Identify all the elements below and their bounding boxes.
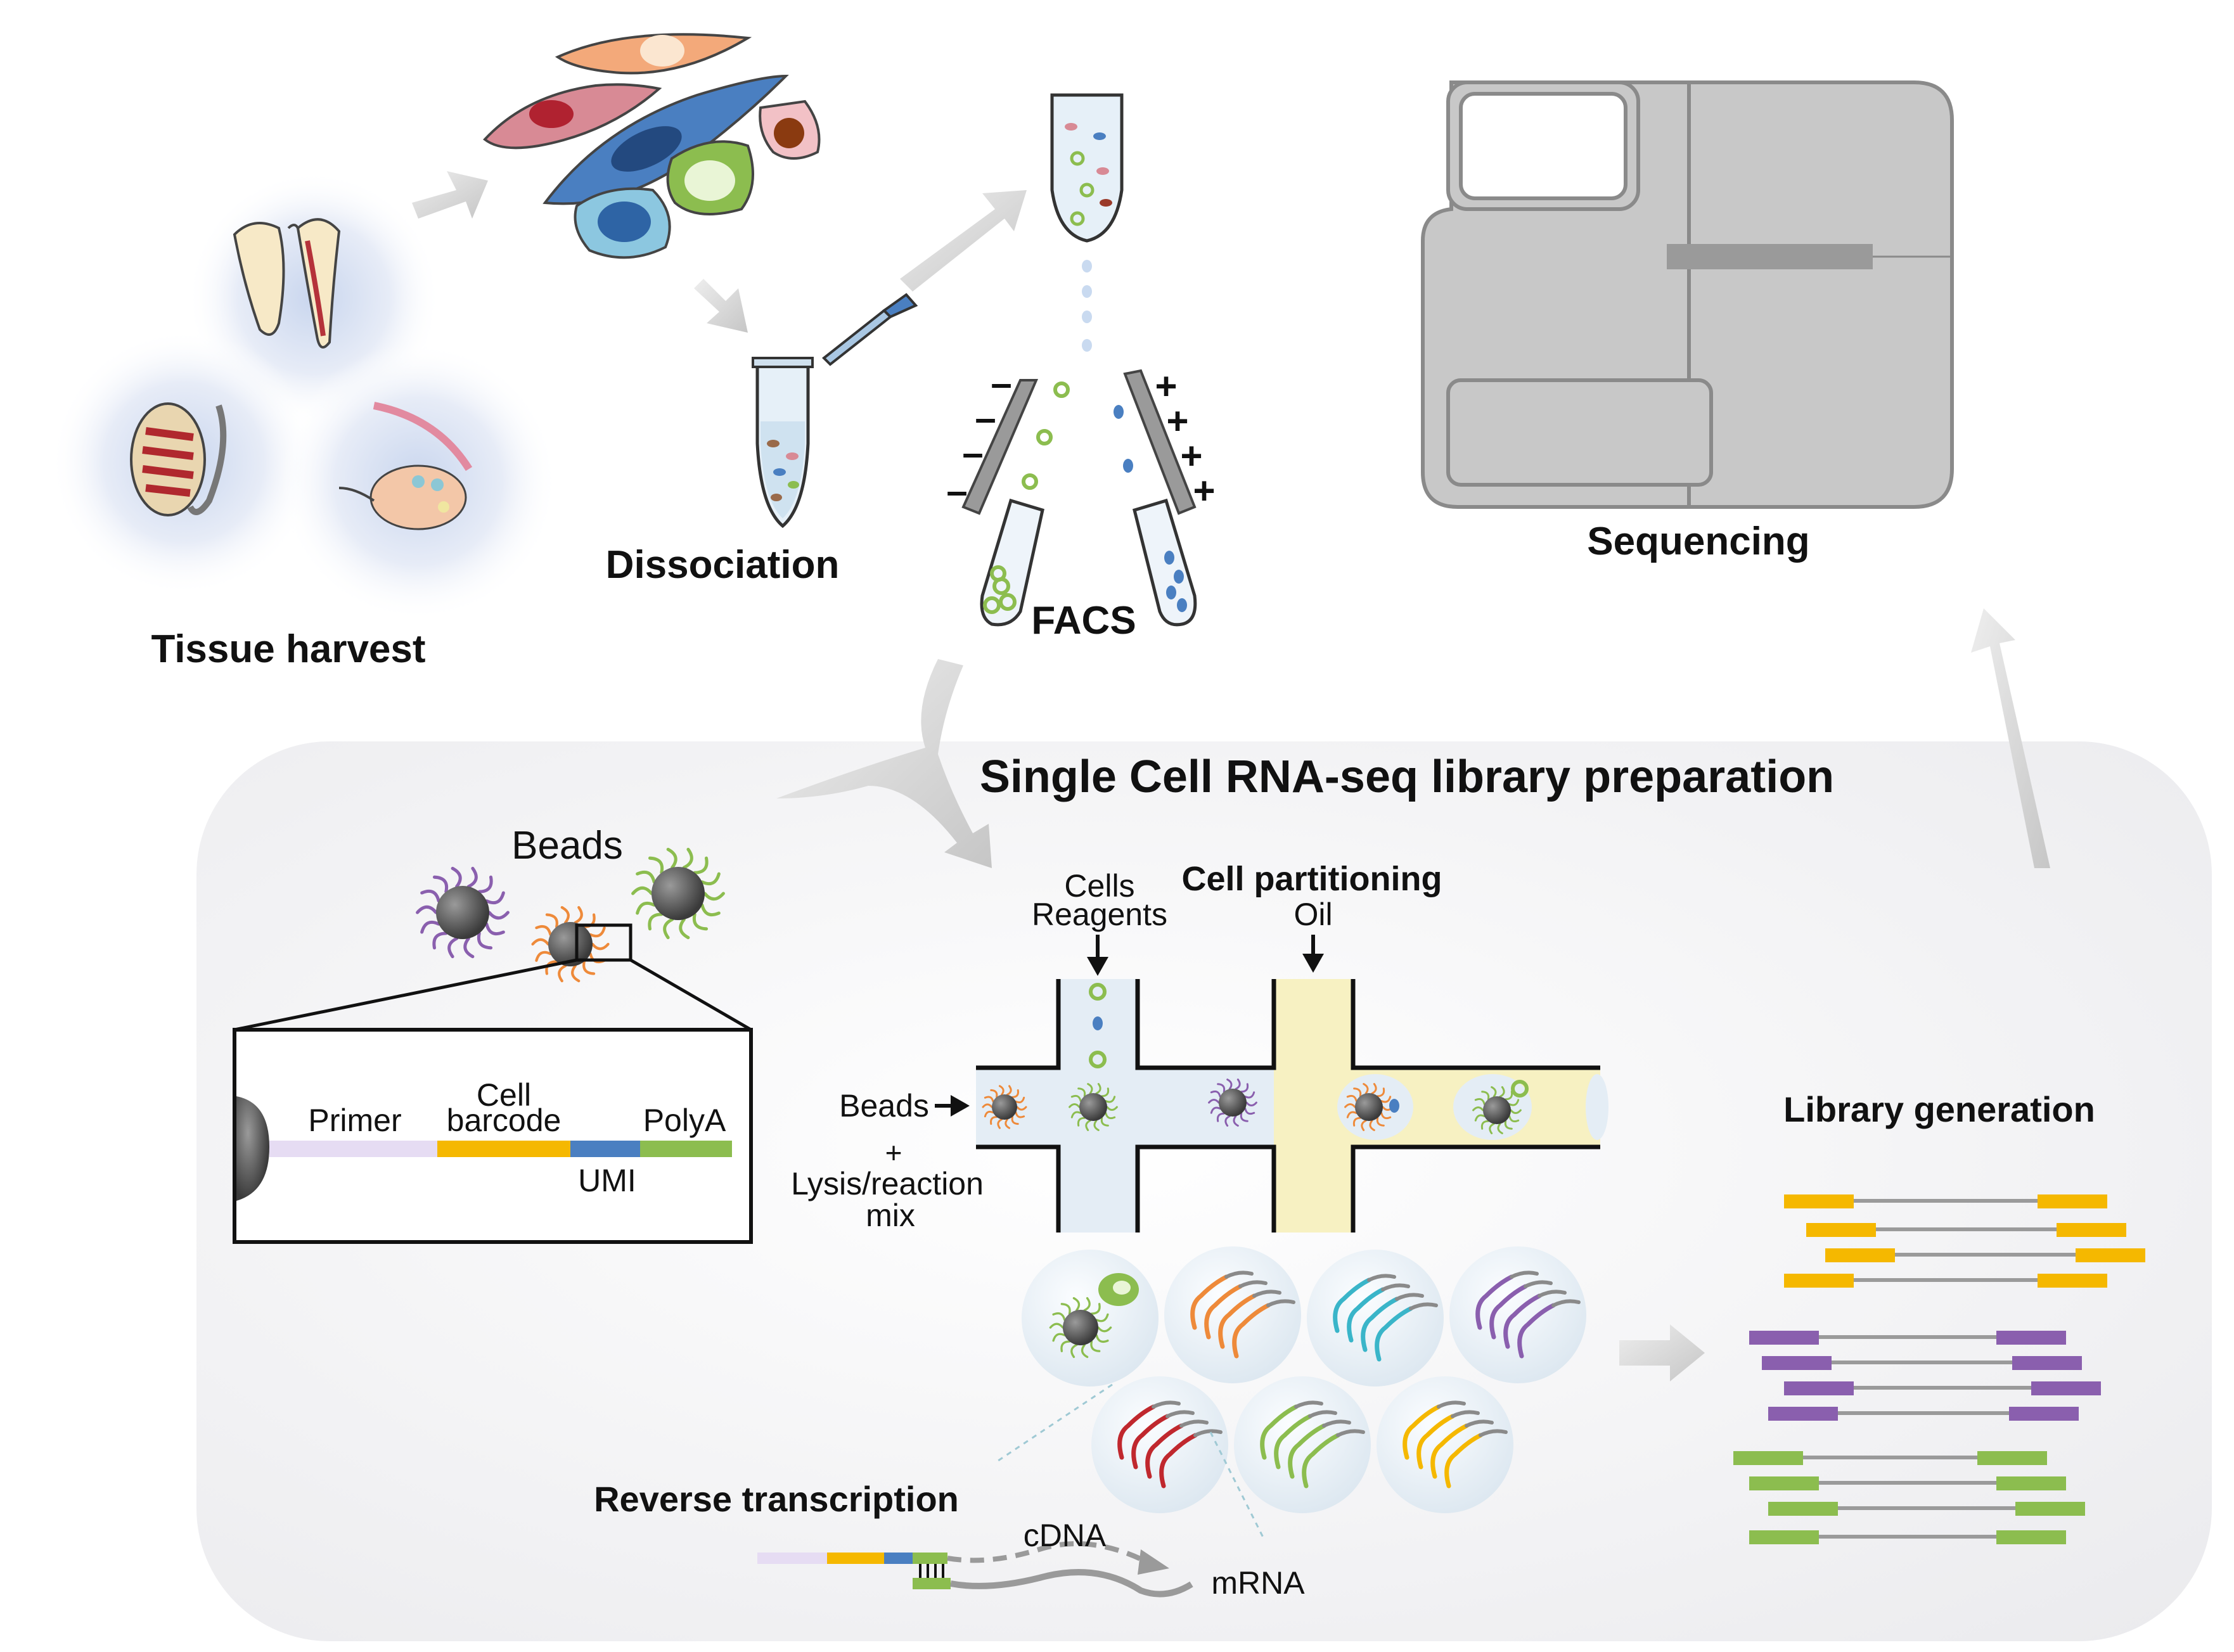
- sequencing-label: Sequencing: [1587, 520, 1809, 563]
- library-fragment: [1733, 1451, 2047, 1465]
- bead-icon: [1472, 1086, 1522, 1134]
- bead-icon: [1069, 1083, 1118, 1131]
- tissue-harvest-label: Tissue harvest: [151, 627, 425, 671]
- mrna-label: mRNA: [1211, 1565, 1305, 1601]
- merge-arrow-icon: [776, 659, 992, 868]
- cell-partitioning-label: Cell partitioning: [1182, 860, 1442, 898]
- zoom-line-left: [234, 958, 577, 1032]
- dissociated-cells-group: [483, 33, 821, 259]
- library-fragment: [1768, 1502, 2085, 1516]
- facs-label: FACS: [1031, 599, 1136, 643]
- facs-minus-1: –: [991, 362, 1011, 404]
- mrna-strand: [950, 1569, 1193, 1598]
- bead-icon: [1344, 1083, 1394, 1131]
- droplet-icon: [1307, 1250, 1444, 1386]
- facs-plus-2: +: [1166, 400, 1188, 442]
- rt-polyt: [913, 1553, 947, 1564]
- library-fragment: [1825, 1248, 2145, 1262]
- bead-icon: [1049, 1297, 1112, 1359]
- tissue-harvest-group: Tissue harvest: [51, 171, 558, 671]
- cdna-strand: [947, 1541, 1148, 1565]
- library-fragment: [1768, 1407, 2079, 1421]
- library-prep-panel: [196, 741, 2212, 1641]
- cell-barcode-label-1: Cell: [477, 1077, 531, 1113]
- reverse-transcription-label: Reverse transcription: [594, 1479, 959, 1519]
- droplets-group: [1022, 1246, 1586, 1513]
- facs-minus-2: –: [975, 397, 996, 439]
- rt-pointer-left: [998, 1383, 1113, 1462]
- library-prep-title: Single Cell RNA-seq library preparation: [980, 752, 1834, 802]
- umi-label: UMI: [578, 1163, 636, 1198]
- facs-minus-3: –: [962, 432, 983, 474]
- bead-surface: [236, 1096, 269, 1201]
- beads-title: Beads: [511, 824, 623, 868]
- rt-polya: [913, 1578, 951, 1589]
- tube-icon: [1132, 498, 1197, 627]
- facs-plus-4: +: [1193, 470, 1215, 512]
- cell-icon: [1389, 1099, 1399, 1113]
- droplet-icon: [1022, 1250, 1159, 1386]
- channel-beads: [982, 1079, 1529, 1134]
- cell-icon: [1511, 1080, 1529, 1098]
- facs-plus-3: +: [1180, 435, 1202, 477]
- facs-minus-4: –: [946, 470, 967, 512]
- droplet-icon: [1449, 1246, 1586, 1383]
- input-arrows: [935, 935, 1324, 1117]
- lysis-label-2: mix: [866, 1198, 915, 1233]
- library-fragment: [1749, 1530, 2066, 1544]
- primer-label: Primer: [308, 1103, 401, 1138]
- library-fragment: [1762, 1356, 2082, 1370]
- rt-primer: [757, 1553, 827, 1564]
- dissociation-label: Dissociation: [606, 543, 840, 587]
- droplet-icon: [1164, 1246, 1301, 1383]
- library-fragments: [1733, 1194, 2145, 1544]
- bead-icon: [1208, 1079, 1257, 1127]
- oil-label: Oil: [1294, 897, 1332, 932]
- plus-label: +: [885, 1136, 902, 1169]
- oligo-umi-segment: [570, 1141, 640, 1157]
- arrow-icon: [412, 171, 2050, 1381]
- library-fragment: [1806, 1223, 2126, 1237]
- oligo-primer-segment: [269, 1141, 437, 1157]
- library-fragment: [1784, 1274, 2107, 1288]
- library-generation-label: Library generation: [1783, 1089, 2095, 1129]
- sequencer-icon: [1421, 80, 1954, 509]
- tube-icon: [1050, 93, 1124, 243]
- bead-icon: [531, 906, 610, 983]
- bead-icon: [982, 1085, 1027, 1129]
- droplet-icon: [1377, 1376, 1513, 1513]
- bead-icon: [631, 847, 725, 940]
- tissue-icon: [130, 218, 473, 530]
- beads-input-label: Beads: [839, 1088, 929, 1124]
- cdna-arrowhead: [1138, 1549, 1169, 1575]
- rt-bonds: [919, 1564, 944, 1578]
- cdna-label: cDNA: [1024, 1518, 1107, 1553]
- zoom-marker: [575, 923, 632, 962]
- reagents-label: Reagents: [1032, 897, 1167, 932]
- library-fragment: [1749, 1331, 2066, 1345]
- library-fragment: [1749, 1476, 2066, 1490]
- cells-label: Cells: [1064, 868, 1134, 904]
- lysis-label-1: Lysis/reaction: [791, 1166, 984, 1201]
- cell-barcode-label-2: barcode: [447, 1103, 562, 1138]
- tube-icon: [752, 357, 814, 528]
- pipette-icon: [821, 293, 918, 366]
- oligo-polya-segment: [640, 1141, 732, 1157]
- library-fragment: [1784, 1381, 2101, 1395]
- facs-plus-1: +: [1155, 365, 1177, 407]
- rt-barcode: [827, 1553, 884, 1564]
- oligo-barcode-segment: [437, 1141, 570, 1157]
- zoom-line-right: [629, 958, 752, 1032]
- beads-group: [416, 847, 725, 983]
- polya-label: PolyA: [643, 1103, 726, 1138]
- droplet-icon: [1234, 1376, 1371, 1513]
- rt-umi: [884, 1553, 913, 1564]
- droplet-icon: [1091, 1376, 1228, 1513]
- library-fragment: [1784, 1194, 2107, 1208]
- bead-icon: [416, 866, 510, 959]
- oligo-zoom-box: [233, 1028, 753, 1244]
- facs-group: – – – – + + + + FACS: [946, 93, 1216, 643]
